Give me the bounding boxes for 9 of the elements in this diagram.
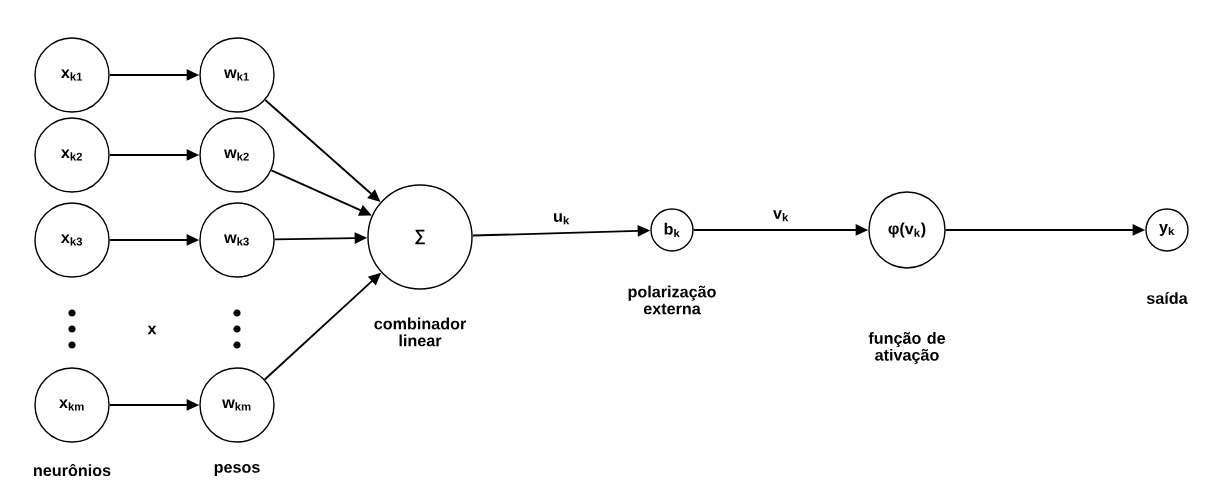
node-caption: polarização externa xyxy=(628,285,716,315)
node-caption: saída xyxy=(1146,291,1188,304)
node-caption: função de ativação xyxy=(868,332,946,364)
edge-label: v$_{k}$ xyxy=(771,208,791,223)
column-caption: neurônios xyxy=(34,463,111,477)
edge-label: u$_{k}$ xyxy=(551,211,572,226)
column-caption: pesos xyxy=(214,463,260,476)
node-caption: combinador linear xyxy=(374,317,466,347)
multiply-sign: x xyxy=(147,325,157,335)
